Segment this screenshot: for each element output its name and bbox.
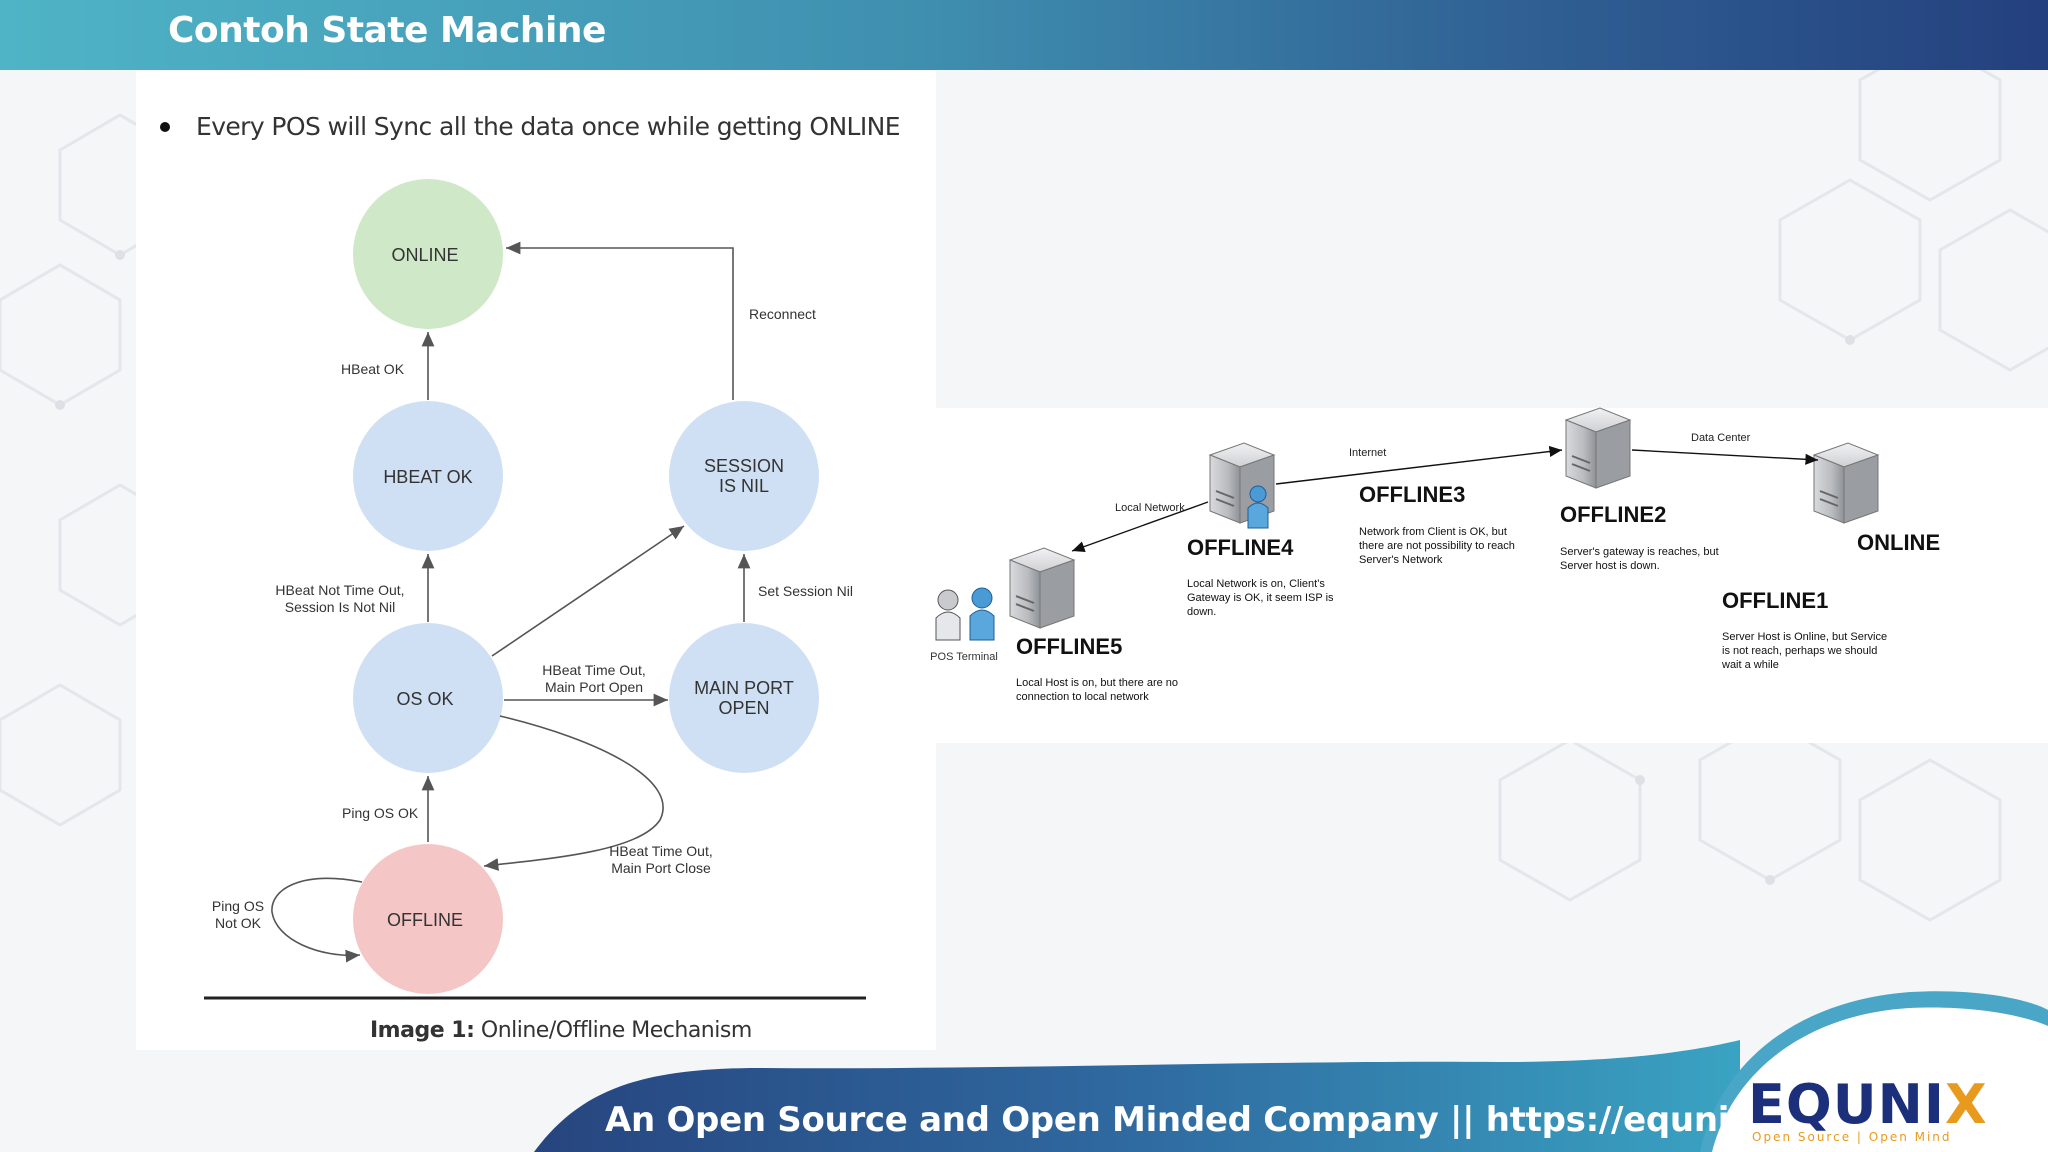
- state-online-label: ONLINE: [391, 245, 458, 265]
- node-offline1-desc-1: Server Host is Online, but Service: [1722, 631, 1887, 643]
- node-offline3-desc-3: Server's Network: [1359, 554, 1443, 566]
- header-bar: Contoh State Machine: [0, 0, 2048, 70]
- link-internet-label: Internet: [1349, 447, 1386, 459]
- state-session-circle: [669, 401, 819, 551]
- label-hbeat-timeout-close-2: Main Port Close: [611, 860, 711, 876]
- pos-terminal-icon: [935, 587, 995, 641]
- arrow-reconnect: [506, 241, 734, 400]
- state-main-port-open: MAIN PORT OPEN: [669, 623, 819, 773]
- label-ping-os-not-ok-2: Not OK: [215, 915, 262, 931]
- bullet-text: Every POS will Sync all the data once wh…: [196, 112, 901, 141]
- node-offline2-desc-1: Server's gateway is reaches, but: [1560, 546, 1719, 558]
- caption-prefix: Image 1:: [370, 1018, 475, 1043]
- arrow-os-to-session: [491, 525, 685, 657]
- link-local-label: Local Network: [1115, 502, 1185, 514]
- state-offline-label: OFFLINE: [387, 910, 463, 930]
- state-online-circle: [353, 179, 503, 329]
- label-hbeat-timeout-open-2: Main Port Open: [545, 679, 643, 695]
- node-offline3-desc-1: Network from Client is OK, but: [1359, 526, 1507, 538]
- bullet-point: Every POS will Sync all the data once wh…: [160, 112, 901, 141]
- node-offline5-title: OFFLINE5: [1016, 634, 1122, 659]
- arrow-ping-os-not-ok: [271, 877, 363, 963]
- label-hbeat-timeout-close-1: HBeat Time Out,: [609, 843, 712, 859]
- node-offline4-desc-3: down.: [1187, 606, 1216, 618]
- node-offline3-title: OFFLINE3: [1359, 482, 1465, 507]
- state-offline: OFFLINE: [353, 844, 503, 994]
- link-data-center: [1631, 449, 1819, 465]
- state-main-port-circle: [669, 623, 819, 773]
- logo-main-text: EQUNI: [1748, 1073, 1945, 1136]
- caption-text: Online/Offline Mechanism: [474, 1018, 752, 1043]
- server-icon-online: [1812, 442, 1880, 524]
- state-session-label-2: IS NIL: [719, 476, 769, 496]
- node-offline3-desc-2: there are not possibility to reach: [1359, 540, 1515, 552]
- label-hbeat-timeout-open-1: HBeat Time Out,: [542, 662, 645, 678]
- label-hbeat-ok: HBeat OK: [341, 361, 405, 377]
- state-main-port-label-1: MAIN PORT: [694, 678, 794, 698]
- arrow-hbeat-timeout-close: [483, 715, 664, 871]
- figure-caption: Image 1: Online/Offline Mechanism: [370, 1018, 752, 1043]
- pos-terminal-label: POS Terminal: [930, 651, 998, 663]
- state-offline-circle: [353, 844, 503, 994]
- node-offline5-desc-2: connection to local network: [1016, 691, 1149, 703]
- state-os-ok-label: OS OK: [396, 689, 453, 709]
- node-offline2-title: OFFLINE2: [1560, 502, 1666, 527]
- state-os-ok: OS OK: [353, 623, 503, 773]
- node-offline5-desc-1: Local Host is on, but there are no: [1016, 677, 1178, 689]
- label-reconnect: Reconnect: [749, 306, 816, 322]
- node-offline1-title: OFFLINE1: [1722, 588, 1828, 613]
- node-online-title: ONLINE: [1857, 530, 1940, 555]
- logo-subtitle: Open Source | Open Mind: [1752, 1130, 1952, 1144]
- server-icon-offline4: [1208, 442, 1276, 529]
- state-main-port-label-2: OPEN: [718, 698, 769, 718]
- label-ping-os-ok: Ping OS OK: [342, 805, 419, 821]
- link-datacenter-label: Data Center: [1691, 432, 1751, 444]
- logo-x-text: X: [1944, 1073, 1988, 1136]
- equnix-logo: EQUNIX Open Source | Open Mind: [1748, 1078, 1988, 1145]
- state-hbeat-ok: HBEAT OK: [353, 401, 503, 551]
- label-ping-os-not-ok-1: Ping OS: [212, 898, 264, 914]
- label-hbeat-not-timeout-1: HBeat Not Time Out,: [275, 582, 404, 598]
- label-set-session-nil: Set Session Nil: [758, 583, 853, 599]
- bullet-dot-icon: [160, 121, 170, 132]
- state-hbeat-ok-label: HBEAT OK: [383, 467, 472, 487]
- node-offline1-desc-3: wait a while: [1721, 659, 1779, 671]
- node-offline4-desc-2: Gateway is OK, it seem ISP is: [1187, 592, 1334, 604]
- link-local-network: [1071, 501, 1209, 552]
- state-session-is-nil: SESSION IS NIL: [669, 401, 819, 551]
- node-offline2-desc-2: Server host is down.: [1560, 560, 1660, 572]
- footer-tagline: An Open Source and Open Minded Company |…: [605, 1100, 1840, 1140]
- node-offline1-desc-2: is not reach, perhaps we should: [1722, 645, 1877, 657]
- content-panel: [136, 70, 936, 1050]
- node-offline4-title: OFFLINE4: [1187, 535, 1294, 560]
- state-hbeat-ok-circle: [353, 401, 503, 551]
- server-icon-offline5: [1008, 547, 1076, 629]
- label-hbeat-not-timeout-2: Session Is Not Nil: [285, 599, 395, 615]
- server-icon-offline2: [1564, 407, 1632, 489]
- state-session-label-1: SESSION: [704, 456, 784, 476]
- state-os-ok-circle: [353, 623, 503, 773]
- link-internet: [1275, 445, 1563, 485]
- state-online: ONLINE: [353, 179, 503, 329]
- logo-wordmark: EQUNIX: [1748, 1078, 1988, 1132]
- page-title: Contoh State Machine: [168, 10, 606, 51]
- node-offline4-desc-1: Local Network is on, Client's: [1187, 578, 1325, 590]
